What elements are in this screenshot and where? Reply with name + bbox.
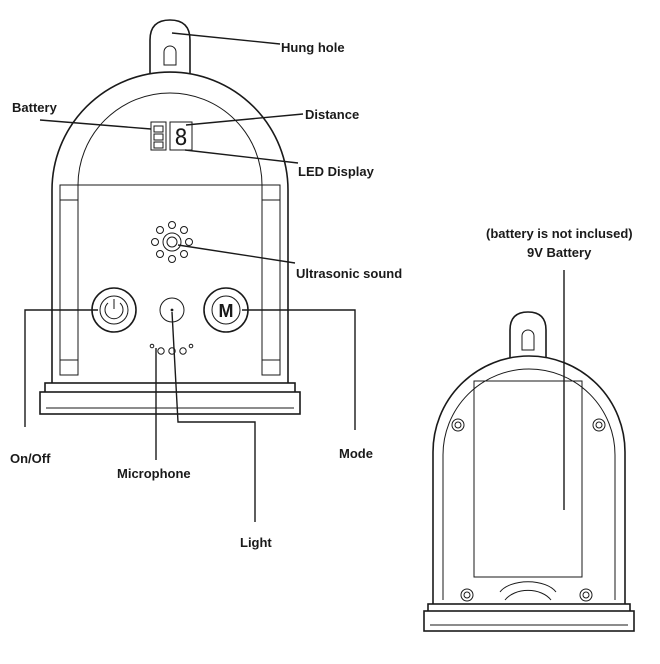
back-base (423, 610, 635, 632)
label-hung-hole: Hung hole (281, 40, 345, 55)
front-hung-hole (163, 45, 177, 66)
back-hung-hole (521, 329, 535, 351)
digit-readout: 8 (174, 126, 187, 151)
front-hanging-tab (149, 19, 191, 81)
label-led-display: LED Display (298, 164, 375, 179)
power-button[interactable] (91, 287, 137, 333)
front-callouts: Hung hole Battery Distance LED Display U… (10, 32, 402, 550)
label-light: Light (240, 535, 272, 550)
label-mode: Mode (339, 446, 373, 461)
screw-top-right (592, 418, 606, 432)
back-outer-shell (432, 355, 626, 607)
back-device (423, 311, 635, 632)
label-ultrasonic-sound: Ultrasonic sound (296, 266, 402, 281)
back-inner-arch (442, 368, 616, 600)
battery-latch (499, 581, 557, 593)
back-callouts: (battery is not inclused) 9V Battery (486, 226, 633, 510)
front-device: 8 M (39, 19, 301, 415)
battery-indicator (150, 121, 167, 151)
battery-compartment (473, 380, 583, 578)
label-on-off: On/Off (10, 451, 51, 466)
screw-bottom-left (460, 588, 474, 602)
microphone-holes (149, 343, 194, 355)
power-icon (104, 302, 124, 320)
label-battery-note: (battery is not inclused) (486, 226, 633, 241)
front-right-pillar (261, 184, 281, 376)
led-display: 8 (150, 121, 193, 151)
back-hanging-tab (509, 311, 547, 361)
screw-top-left (451, 418, 465, 432)
label-microphone: Microphone (117, 466, 191, 481)
front-base (39, 391, 301, 415)
screw-bottom-right (579, 588, 593, 602)
mode-button[interactable]: M (203, 287, 249, 333)
digit-display (169, 121, 193, 151)
label-battery: Battery (12, 100, 58, 115)
label-battery-type: 9V Battery (527, 245, 592, 260)
ultrasonic-speaker (151, 221, 193, 263)
label-distance: Distance (305, 107, 359, 122)
mode-glyph: M (219, 301, 234, 321)
front-inner-arch (77, 92, 263, 370)
front-left-pillar (59, 184, 79, 376)
